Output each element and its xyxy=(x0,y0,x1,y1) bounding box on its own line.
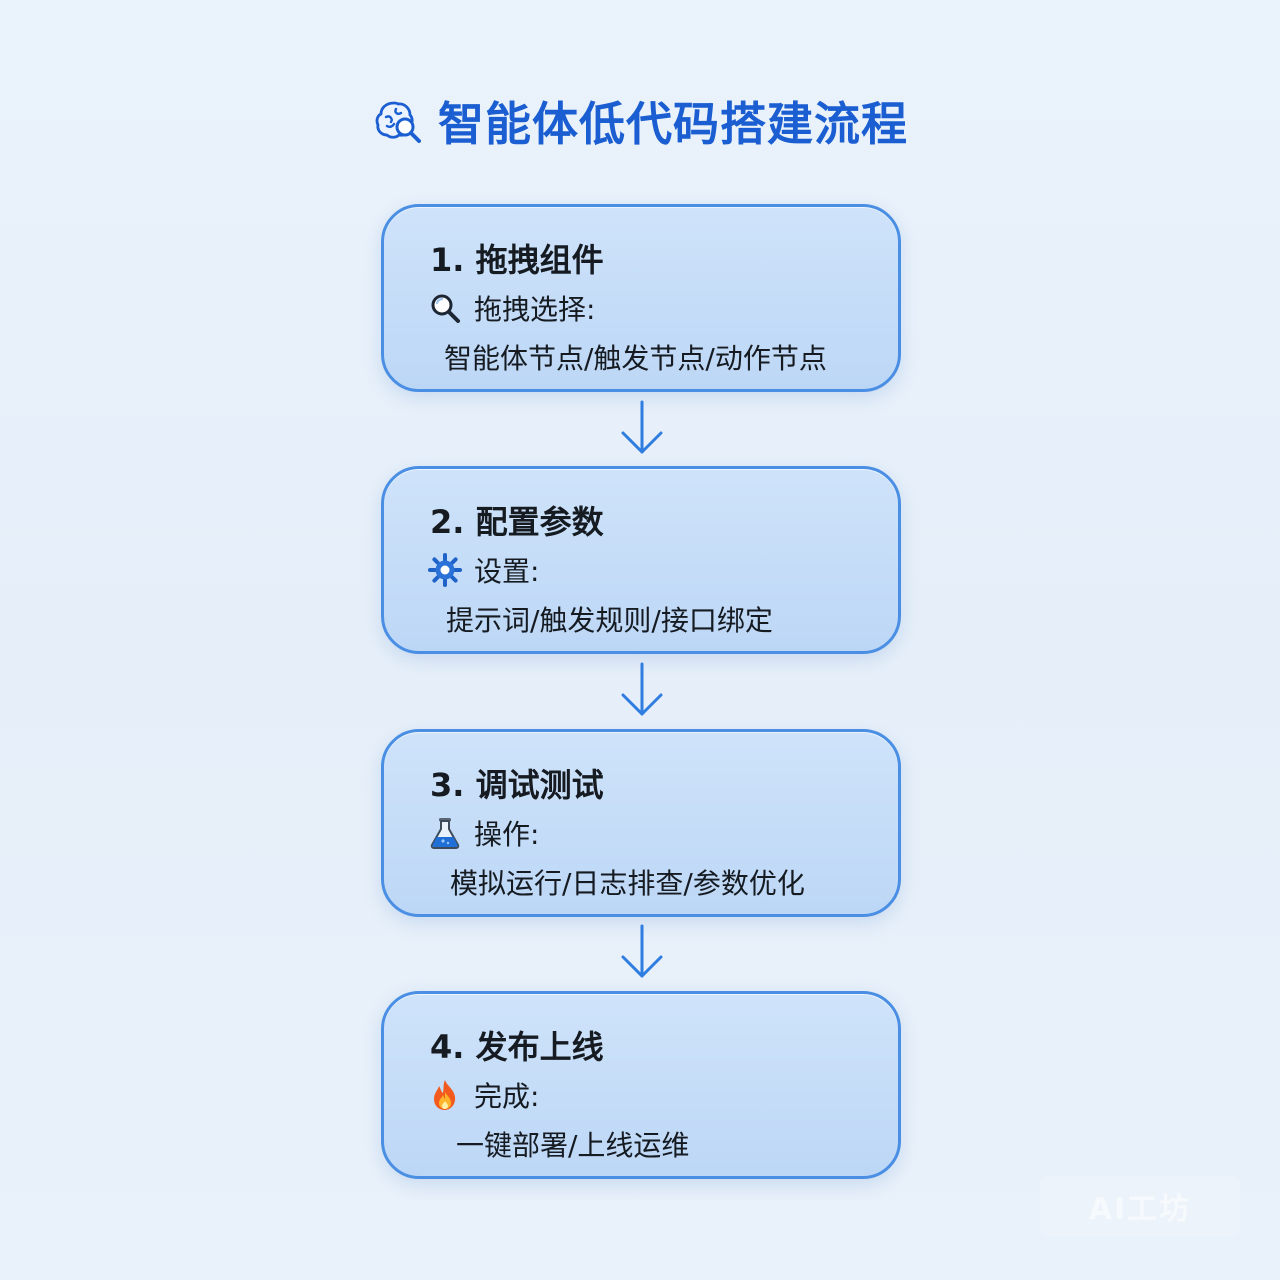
step-title: 4. 发布上线 xyxy=(430,1028,604,1066)
step-detail: 模拟运行/日志排查/参数优化 xyxy=(450,867,805,900)
step-label: 完成: xyxy=(474,1080,540,1113)
step-label: 拖拽选择: xyxy=(474,293,596,326)
step-card-debug-test[interactable]: 3. 调试测试 操作: 模拟运行/日志排查/参数优化 xyxy=(381,729,901,917)
step-card-configure-parameters[interactable]: 2. 配置参数 设置: 提示词/触发规则/接口绑定 xyxy=(381,466,901,654)
flask-icon xyxy=(430,818,460,849)
diagram-title: 智能体低代码搭建流程 xyxy=(0,86,1280,156)
arrow-down-icon xyxy=(621,662,663,716)
step-detail: 提示词/触发规则/接口绑定 xyxy=(446,604,773,637)
step-card-publish[interactable]: 4. 发布上线 完成: 一键部署/上线运维 xyxy=(381,991,901,1179)
step-label: 设置: xyxy=(474,555,540,588)
step-title: 1. 拖拽组件 xyxy=(430,241,604,279)
step-detail: 智能体节点/触发节点/动作节点 xyxy=(444,342,827,375)
step-subheading: 操作: xyxy=(428,814,539,852)
gear-icon xyxy=(428,553,462,587)
arrow-down-icon xyxy=(621,924,663,978)
step-subheading: 拖拽选择: xyxy=(428,289,595,327)
step-title: 3. 调试测试 xyxy=(430,766,604,804)
magnifier-icon xyxy=(431,294,460,323)
fire-icon xyxy=(434,1080,456,1110)
step-detail: 一键部署/上线运维 xyxy=(456,1129,690,1162)
step-subheading: 设置: xyxy=(428,551,539,589)
brain-magnifier-icon xyxy=(375,101,421,143)
step-title: 2. 配置参数 xyxy=(430,503,604,541)
step-label: 操作: xyxy=(474,818,540,851)
watermark: AI工坊 xyxy=(1040,1176,1240,1236)
arrow-down-icon xyxy=(621,400,663,454)
step-card-drag-components[interactable]: 1. 拖拽组件 拖拽选择: 智能体节点/触发节点/动作节点 xyxy=(381,204,901,392)
step-subheading: 完成: xyxy=(428,1076,539,1114)
page-title: 智能体低代码搭建流程 xyxy=(438,97,908,151)
